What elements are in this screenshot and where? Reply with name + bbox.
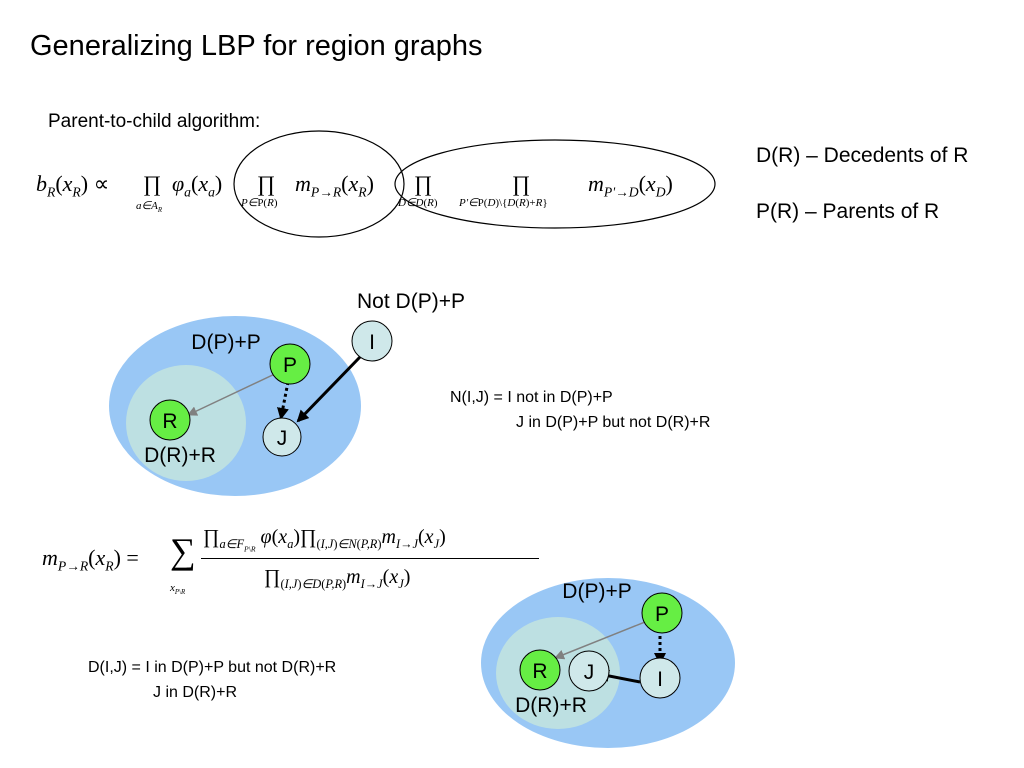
product-limit-4: P'∈P(D)\{D(R)+R} (459, 197, 548, 209)
outer-region-label: D(P)+P (191, 331, 260, 354)
node-r-2 (519, 649, 561, 691)
external-region-label: Not D(P)+P (357, 290, 465, 313)
n-definition-line1: N(I,J) = I not in D(P)+P (450, 389, 613, 406)
node-i-2-label: I (657, 668, 663, 691)
dotted-arrow-p-to-j (277, 381, 290, 420)
n-definition-line2: J in D(P)+P but not D(R)+R (516, 414, 711, 431)
product-limit-3: D∈D(R) (398, 197, 438, 209)
definition-decedents: D(R) – Decedents of R (756, 144, 969, 167)
inner-region-label-2: D(R)+R (515, 694, 587, 717)
descendant-messages-ellipse (394, 139, 716, 229)
arrow-p-to-r (187, 371, 280, 416)
factor-term: φa(xa) (172, 171, 223, 200)
parent-message-term: mP→R(xR) (295, 171, 374, 200)
node-r-2-label: R (532, 660, 547, 683)
sum-sign: ∑ (170, 531, 196, 571)
algorithm-subtitle: Parent-to-child algorithm: (48, 111, 261, 132)
product-limit-2: P∈P(R) (241, 197, 278, 209)
d-definition-line1: D(I,J) = I in D(P)+P but not D(R)+R (88, 659, 337, 676)
arrow-i-to-j (296, 355, 362, 423)
product-limit-1: a∈AR (136, 200, 162, 215)
inner-region-label: D(R)+R (144, 444, 216, 467)
region-diagram-2: P R J I D(P)+P D(R)+R (481, 578, 735, 748)
slide-title: Generalizing LBP for region graphs (30, 30, 483, 62)
node-j-label: J (277, 427, 288, 450)
outer-region-label-2: D(P)+P (562, 580, 631, 603)
node-p (269, 343, 311, 385)
node-i (351, 320, 393, 362)
product-sign-1: ∏ (143, 171, 162, 196)
parent-messages-ellipse (233, 130, 405, 238)
region-diagram-1: P R J I D(P)+P D(R)+R Not D(P)+P (109, 290, 465, 496)
node-j-2-label: J (584, 661, 595, 684)
node-r (149, 399, 191, 441)
message-denominator: ∏(I,J)∈D(P,R)mI→J(xJ) (264, 566, 411, 591)
node-r-label: R (162, 410, 177, 433)
node-p-2-label: P (655, 603, 669, 626)
definition-parents: P(R) – Parents of R (756, 200, 940, 223)
node-i-label: I (369, 331, 375, 354)
node-i-2 (639, 657, 681, 699)
node-j-2 (568, 650, 610, 692)
arrow-p-to-r-2 (554, 619, 651, 660)
d-definition-line2: J in D(R)+R (153, 684, 238, 701)
fraction-bar (201, 558, 539, 559)
node-p-label: P (283, 354, 297, 377)
product-sign-3: ∏ (414, 171, 433, 196)
product-sign-4: ∏ (512, 171, 531, 196)
sum-limit: xP\R (170, 582, 186, 597)
belief-lhs: bR(xR) ∝ (36, 171, 110, 200)
descendant-message-term: mP'→D(xD) (588, 171, 673, 200)
message-lhs: mP→R(xR) = (42, 545, 139, 574)
product-sign-2: ∏ (257, 171, 276, 196)
message-numerator: ∏a∈FP\R φ(xa)∏(I,J)∈N(P,R)mI→J(xJ) (203, 526, 446, 554)
node-j (262, 417, 302, 457)
node-p-2 (641, 592, 683, 634)
